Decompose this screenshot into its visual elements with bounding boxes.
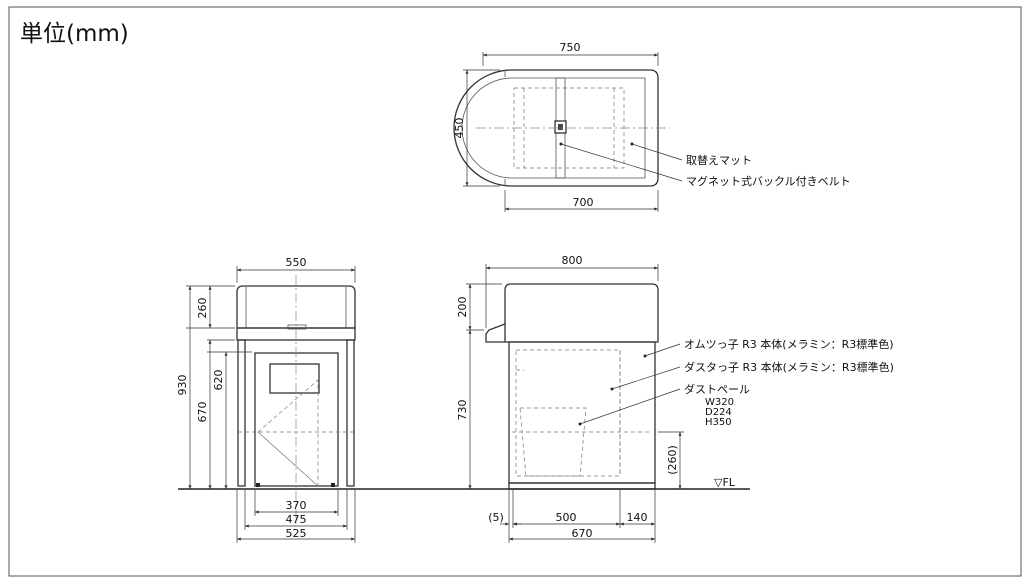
front-buckle (287, 324, 307, 330)
dim-525-label: 525 (286, 527, 307, 540)
callout-pail-d: D224 (705, 407, 732, 418)
side-upper-box (504, 283, 659, 343)
leader-body2-line (611, 366, 681, 390)
front-foot-right (331, 483, 335, 487)
side-view: 800 200 730 (260) (5) 500 140 670 オムツっ子 … (456, 254, 894, 543)
callout-pail-h: H350 (705, 417, 732, 428)
front-countertop (236, 327, 356, 341)
dim-670-side-label: 670 (572, 527, 593, 540)
callout-body1: オムツっ子 R3 本体(メラミン：R3標準色) (684, 337, 894, 351)
side-hidden-compartment (515, 349, 621, 477)
callout-pail: ダストペール (684, 382, 750, 396)
callout-belt: マグネット式バックル付きベルト (686, 174, 851, 188)
top-view-outline (453, 69, 659, 187)
callout-pail-w: W320 (705, 397, 734, 408)
dim-750-label: 750 (560, 41, 581, 54)
front-left-leg (237, 339, 246, 487)
dim-200-label: 200 (456, 297, 469, 318)
leader-mat-line (631, 143, 683, 161)
dim-800-label: 800 (562, 254, 583, 267)
dim-700-label: 700 (573, 196, 594, 209)
top-view-inner-rim (461, 77, 646, 179)
dim-370-label: 370 (286, 499, 307, 512)
dim-730-label: 730 (456, 400, 469, 421)
front-upper-box (236, 285, 356, 329)
dim-140-label: 140 (627, 511, 648, 524)
dim-5-label: (5) (488, 511, 504, 524)
dim-260-label: 260 (196, 298, 209, 319)
front-door-window (269, 363, 320, 394)
front-right-leg (346, 339, 355, 487)
side-mat-edge (485, 323, 506, 343)
floor-label: ▽FL (714, 476, 736, 489)
dim-550-label: 550 (286, 256, 307, 269)
belt-buckle-core (558, 124, 563, 130)
front-door (254, 352, 339, 487)
dim-475-label: 475 (286, 513, 307, 526)
dim-260-side-label: (260) (666, 445, 679, 475)
dim-450-label: 450 (453, 118, 466, 139)
top-view: 750 450 700 取替えマット マグネット式バックル付きベルト (453, 41, 851, 212)
callout-body2: ダスタっ子 R3 本体(メラミン：R3標準色) (684, 360, 894, 374)
dim-670-label: 670 (196, 402, 209, 423)
side-cabinet (508, 341, 656, 484)
dim-500-label: 500 (556, 511, 577, 524)
front-foot-left (256, 483, 260, 487)
side-hidden-pail (519, 407, 587, 477)
unit-title: 単位(mm) (20, 21, 129, 47)
dim-930-label: 930 (176, 375, 189, 396)
side-plinth (508, 482, 656, 490)
front-view: 550 930 260 670 620 370 475 525 (176, 256, 356, 543)
front-hidden-pail (257, 379, 319, 487)
callout-mat: 取替えマット (686, 153, 752, 167)
leader-pail-line (579, 388, 681, 425)
leader-body1-line (644, 343, 681, 357)
sheet-border (8, 6, 1022, 577)
dim-620-label: 620 (212, 370, 225, 391)
front-upper-box-walls (245, 287, 347, 328)
leader-belt-line (560, 143, 683, 182)
mat-hidden-lines (523, 88, 615, 168)
